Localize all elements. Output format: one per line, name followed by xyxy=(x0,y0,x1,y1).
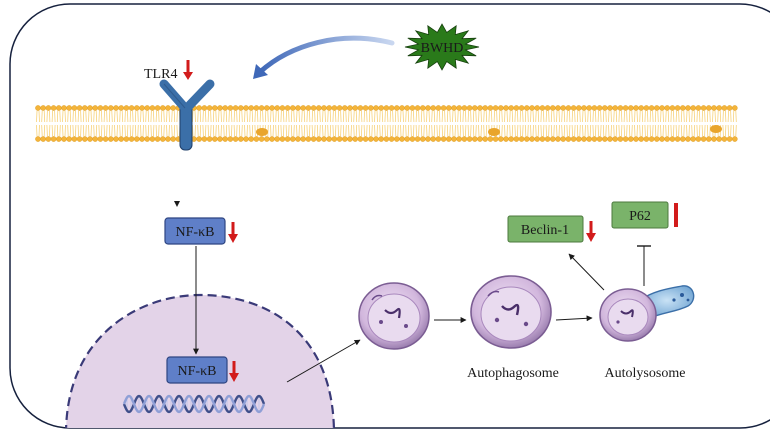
nfkb-nucleus-box xyxy=(166,356,228,384)
outer-frame xyxy=(9,3,770,429)
autolysosome-vesicle xyxy=(599,285,695,342)
beclin1-box xyxy=(507,215,584,243)
stimulus-arrow xyxy=(257,35,395,75)
nfkb-cytoplasm-box xyxy=(164,217,226,245)
p62-box xyxy=(611,201,669,229)
phagophore-vesicle xyxy=(358,282,430,350)
nfkb-nucleus-down-indicator xyxy=(229,361,239,382)
tlr4-down-indicator xyxy=(183,60,193,80)
lipid-bilayer xyxy=(35,105,738,142)
nfkb-cytoplasm-label: NF-κB xyxy=(176,225,215,240)
stimulus-arrowhead xyxy=(253,64,268,79)
p62-up-indicator xyxy=(674,203,678,227)
autophagosome-vesicle xyxy=(470,275,552,349)
autolysosome-to-beclin1-arrow xyxy=(568,253,605,291)
p62-label: P62 xyxy=(629,209,651,224)
autophagosome-label: Autophagosome xyxy=(467,366,559,381)
stimulus-starburst xyxy=(404,23,480,71)
beclin1-down-indicator xyxy=(586,221,596,242)
beclin1-label: Beclin-1 xyxy=(521,223,569,238)
dna-helix xyxy=(122,394,266,414)
autolysosome-label: Autolysosome xyxy=(605,366,686,381)
tlr4-to-nfkb-arrowhead xyxy=(174,201,180,207)
nfkb-nucleus-label: NF-κB xyxy=(178,364,217,379)
nfkb-cytoplasm-down-indicator xyxy=(228,222,238,243)
autophagosome-to-autolysosome-arrow xyxy=(555,315,593,322)
tlr4-label: TLR4 xyxy=(144,67,177,82)
nucleus-to-vesicle-arrow xyxy=(286,339,361,383)
tlr4-receptor xyxy=(159,79,215,151)
stimulus-label: BWHD xyxy=(421,41,464,56)
